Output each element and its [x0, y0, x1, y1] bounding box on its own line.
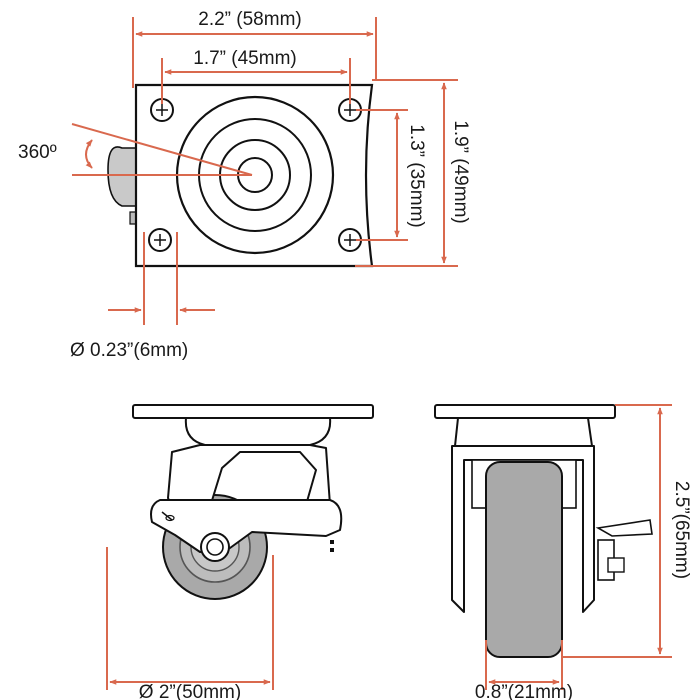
label-total-height: 2.5”(65mm): [671, 481, 692, 579]
bolt-hole-top-left: [150, 98, 174, 122]
dim-wheel-diameter: [106, 547, 274, 690]
dim-total-height: [562, 404, 672, 658]
label-rotation: 360º: [18, 142, 57, 163]
swivel-rings: [175, 95, 335, 255]
dim-plate-height: [355, 79, 458, 267]
label-plate-height: 1.9” (49mm): [450, 120, 471, 223]
side-axle: [200, 532, 230, 562]
bolt-holes: [148, 98, 362, 252]
front-view: 2.5”(65mm) 0.8”(21mm): [434, 404, 692, 700]
top-view: 2.2” (58mm) 1.7” (45mm) 1.9” (49mm) 1.3”…: [18, 9, 471, 361]
dim-hole-spacing-x: [161, 58, 351, 104]
front-swivel-head: [453, 417, 594, 447]
front-wheel: [485, 461, 563, 658]
front-fork: [451, 445, 595, 613]
side-mounting-plate: [132, 404, 374, 419]
front-mounting-plate: [434, 404, 616, 419]
dim-bolt-hole: [108, 232, 215, 325]
side-view: Ø 2”(50mm): [106, 404, 374, 700]
label-hole-spacing-y: 1.3” (35mm): [406, 124, 427, 227]
label-hole-spacing-x: 1.7” (45mm): [193, 48, 296, 69]
dim-hole-spacing-y: [356, 109, 408, 241]
label-wheel-width: 0.8”(21mm): [475, 682, 573, 700]
rotation-indicator: [71, 123, 253, 176]
dim-wheel-width: [485, 640, 563, 690]
side-swivel-head: [184, 417, 332, 446]
dim-plate-width: [132, 17, 377, 88]
bolt-hole-bottom-left: [148, 228, 172, 252]
label-bolt-hole: Ø 0.23”(6mm): [70, 340, 188, 361]
label-wheel-diameter: Ø 2”(50mm): [139, 682, 241, 700]
label-plate-width: 2.2” (58mm): [198, 9, 301, 30]
side-brake-pedal: [150, 499, 343, 553]
